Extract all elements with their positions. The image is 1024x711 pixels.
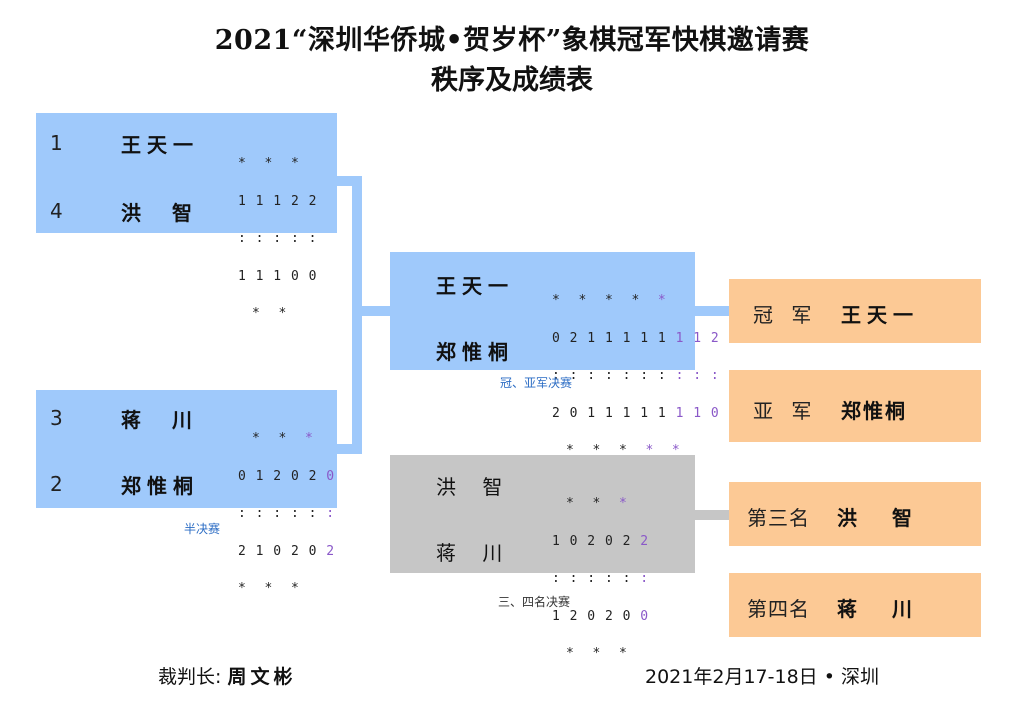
semifinal-caption: 半决赛	[184, 522, 221, 536]
score-row-1-text: 0 2 1 1 1 1 1	[552, 330, 676, 346]
player-name: 王天一	[121, 133, 199, 157]
score-row-1: 1 0 2 0 2 2	[552, 533, 650, 549]
player-name: 洪 智	[121, 201, 204, 225]
score-stars-top: * * *	[238, 431, 335, 446]
score-stars-top: * * * * *	[552, 293, 720, 308]
score-row-1-highlight: 0	[326, 468, 336, 484]
score-grid: * * * 1 0 2 0 2 2 : : : : : : 1 2 0 2 0 …	[552, 473, 649, 686]
result-name: 王天一	[841, 303, 919, 327]
score-stars-top-text: * *	[252, 431, 305, 446]
result-name: 郑惟桐	[841, 399, 907, 423]
seed-number: 2	[50, 472, 63, 496]
score-row-2-text: 2 0 1 1 1 1 1	[552, 405, 676, 421]
score-stars-top-highlight: *	[304, 431, 314, 446]
title-line-1: 2021“深圳华侨城•贺岁杯”象棋冠军快棋邀请赛	[214, 25, 810, 56]
score-colons: : : : : : :	[552, 571, 650, 586]
semifinal-1-box: 1 王天一 4 洪 智 * * * 1 1 1 2 2 : : : : : 1 …	[36, 113, 337, 320]
result-label: 亚 军	[753, 399, 818, 423]
score-stars-bottom: * * *	[238, 581, 300, 596]
seed-number: 3	[50, 406, 63, 430]
score-grid: * * * * * 0 2 1 1 1 1 1 1 1 2 : : : : : …	[552, 270, 720, 483]
final-box: 王天一 郑惟桐 * * * * * 0 2 1 1 1 1 1 1 1 2 : …	[390, 252, 719, 457]
final-caption: 冠、亚军决赛	[500, 376, 573, 390]
score-stars-top: * * *	[238, 156, 300, 171]
date-place: 2021年2月17-18日 • 深圳	[645, 666, 879, 688]
score-stars-top-text: * * * *	[552, 293, 658, 308]
score-row-2-highlight: 2	[326, 543, 336, 559]
score-row-1: 1 1 1 2 2	[238, 193, 318, 209]
result-fourth: 第四名 蒋 川	[729, 573, 981, 637]
referee-line: 裁判长: 周文彬	[158, 662, 296, 689]
connector-final-to-champion	[695, 306, 729, 316]
title-line-2: 秩序及成绩表	[431, 65, 593, 96]
result-name: 洪 智	[837, 506, 926, 530]
score-stars-bottom-text: * * *	[566, 443, 646, 458]
result-label: 冠 军	[753, 303, 818, 327]
player-name: 蒋 川	[436, 541, 513, 565]
result-runner-up: 亚 军 郑惟桐	[729, 370, 981, 442]
score-stars-top-highlight: *	[618, 496, 628, 511]
score-stars-bottom-highlight: * *	[645, 443, 681, 458]
score-colons-text: : : : : :	[238, 506, 327, 521]
player-name: 郑惟桐	[436, 340, 514, 364]
connector-sf2-h	[337, 444, 362, 454]
player-name: 王天一	[436, 274, 514, 298]
score-row-2-highlight: 0	[640, 608, 650, 624]
semifinal-2-box: 3 蒋 川 2 郑惟桐 * * * 0 1 2 0 2 0 : : : : : …	[36, 390, 337, 595]
score-grid: * * * 1 1 1 2 2 : : : : : 1 1 1 0 0 * *	[238, 133, 317, 346]
score-grid: * * * 0 1 2 0 2 0 : : : : : : 2 1 0 2 0 …	[238, 408, 335, 621]
score-row-2: 2 1 0 2 0 2	[238, 543, 336, 559]
player-name: 郑惟桐	[121, 474, 199, 498]
score-row-1-highlight: 1 1 2	[675, 330, 720, 346]
result-third: 第三名 洪 智	[729, 482, 981, 546]
score-row-1-text: 0 1 2 0 2	[238, 468, 327, 484]
score-row-2: 2 0 1 1 1 1 1 1 1 0	[552, 405, 720, 421]
score-row-1: 0 1 2 0 2 0	[238, 468, 336, 484]
score-row-2: 1 1 1 0 0	[238, 268, 318, 284]
result-champion: 冠 军 王天一	[729, 279, 981, 343]
connector-third-to-result	[695, 510, 729, 520]
score-row-2: 1 2 0 2 0 0	[552, 608, 650, 624]
referee-name: 周文彬	[227, 666, 297, 688]
seed-number: 1	[50, 131, 63, 155]
result-name: 蒋 川	[837, 597, 926, 621]
score-stars-top: * * *	[552, 496, 649, 511]
score-stars-bottom: * * * * *	[552, 443, 720, 458]
score-row-1: 0 2 1 1 1 1 1 1 1 2	[552, 330, 720, 346]
result-label: 第三名	[747, 506, 810, 530]
player-name: 蒋 川	[121, 408, 204, 432]
score-row-1-highlight: 2	[640, 533, 650, 549]
score-stars-bottom: * *	[252, 306, 288, 321]
score-row-2-text: 1 2 0 2 0	[552, 608, 641, 624]
result-label: 第四名	[747, 597, 810, 621]
score-colons: : : : : :	[238, 231, 318, 246]
score-stars-top-text: * *	[566, 496, 619, 511]
score-colons-highlight: : : :	[675, 368, 720, 383]
referee-label: 裁判长:	[158, 666, 222, 688]
score-colons-highlight: :	[326, 506, 336, 521]
connector-to-final	[352, 306, 390, 316]
connector-sf1-h	[337, 176, 362, 186]
score-colons-highlight: :	[640, 571, 650, 586]
score-stars-top-highlight: *	[657, 293, 667, 308]
score-row-2-text: 2 1 0 2 0	[238, 543, 327, 559]
third-place-caption: 三、四名决赛	[498, 595, 571, 609]
score-colons: : : : : : :	[238, 506, 336, 521]
score-colons-text: : : : : : : :	[552, 368, 676, 383]
seed-number: 4	[50, 199, 63, 223]
score-stars-bottom: * * *	[566, 646, 628, 661]
score-row-2-highlight: 1 1 0	[675, 405, 720, 421]
score-colons: : : : : : : : : : :	[552, 368, 720, 383]
score-colons-text: : : : : :	[552, 571, 641, 586]
player-name: 洪 智	[436, 475, 513, 499]
third-place-box: 洪 智 蒋 川 * * * 1 0 2 0 2 2 : : : : : : 1 …	[390, 455, 695, 660]
score-row-1-text: 1 0 2 0 2	[552, 533, 641, 549]
